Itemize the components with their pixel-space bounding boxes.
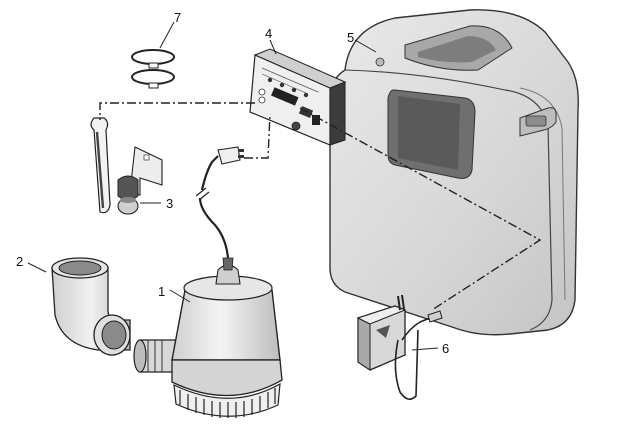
callout-3: 3	[166, 196, 173, 211]
battery-case	[329, 9, 579, 336]
callout-6: 6	[442, 341, 449, 356]
callout-7: 7	[174, 10, 181, 25]
pump-cord	[195, 155, 230, 259]
pump-plug	[217, 146, 244, 165]
callout-4: 4	[265, 26, 272, 41]
hose-clamps	[131, 49, 175, 89]
connection-lines	[99, 102, 542, 311]
callout-2: 2	[16, 254, 23, 269]
callout-1: 1	[158, 284, 165, 299]
float-switch	[90, 117, 163, 215]
callout-5: 5	[347, 30, 354, 45]
battery-charger	[356, 294, 443, 400]
pump	[133, 257, 283, 418]
leader-lines	[27, 21, 439, 351]
controller	[249, 48, 347, 146]
pipe-elbow	[51, 257, 131, 356]
